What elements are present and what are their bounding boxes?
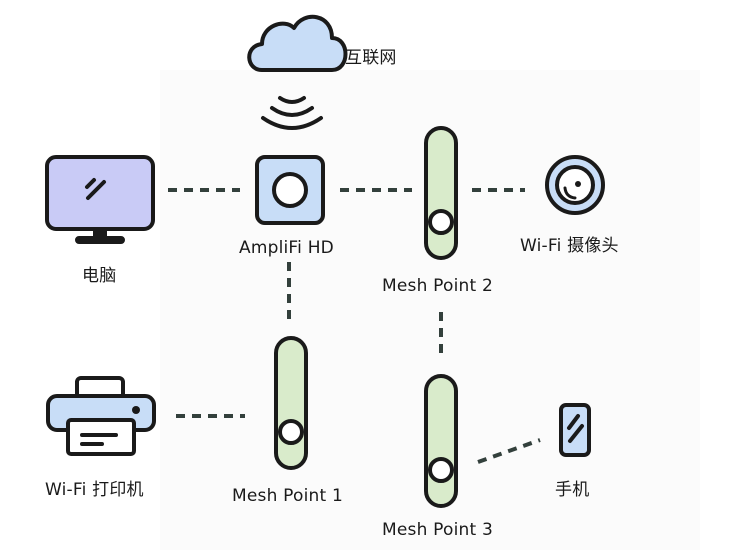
label-mesh-point-1: Mesh Point 1	[232, 486, 343, 506]
mesh-point-2-icon	[424, 126, 458, 260]
wifi-signal-icon	[261, 96, 323, 130]
label-phone: 手机	[555, 480, 590, 500]
mesh-point-3-icon	[424, 374, 458, 508]
link-mesh3-phone	[477, 438, 541, 464]
cloud-icon	[247, 14, 348, 72]
label-mesh-point-2: Mesh Point 2	[382, 276, 493, 296]
label-computer: 电脑	[82, 266, 117, 286]
printer-icon	[46, 376, 156, 456]
label-internet: 互联网	[345, 48, 397, 68]
router-icon	[255, 155, 325, 225]
label-camera: Wi-Fi 摄像头	[520, 236, 619, 256]
connection-links	[168, 188, 541, 464]
label-printer: Wi-Fi 打印机	[45, 480, 144, 500]
camera-icon	[545, 155, 605, 215]
mesh-point-1-icon	[274, 336, 308, 470]
monitor-icon	[45, 155, 155, 244]
label-mesh-point-3: Mesh Point 3	[382, 520, 493, 540]
phone-icon	[559, 403, 591, 457]
label-router: AmpliFi HD	[239, 238, 334, 258]
